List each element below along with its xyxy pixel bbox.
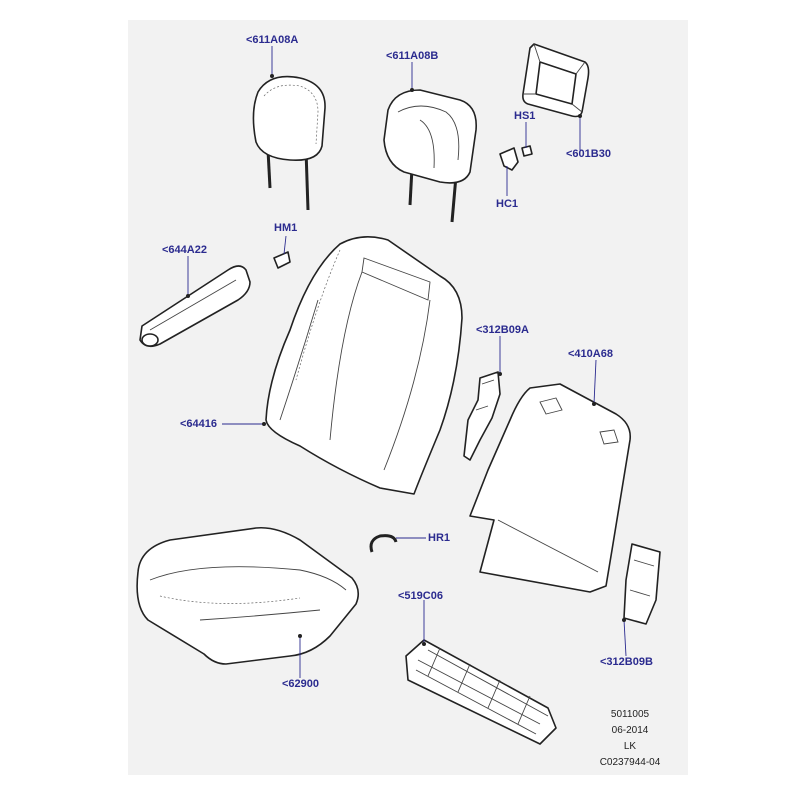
pin-hm1 (273, 251, 291, 269)
callout-519c06: <519C06 (398, 590, 443, 602)
callout-601b30: <601B30 (566, 148, 611, 160)
callout-62900: <62900 (282, 678, 320, 690)
callout-hs1: HS1 (514, 110, 536, 122)
hook-hr1 (369, 534, 398, 553)
seat-cushion-62900 (136, 526, 360, 665)
ref-line-3: LK (623, 741, 637, 752)
callout-312b09b: <312B09B (600, 656, 653, 668)
callout-312b09a: <312B09A (476, 324, 529, 336)
side-trim-312b09a (463, 371, 501, 461)
armrest-644a22 (139, 265, 251, 348)
callout-410a68: <410A68 (568, 348, 613, 360)
callout-hc1: HC1 (496, 198, 519, 210)
callout-611a08b: <611A08B (386, 50, 439, 62)
ref-line-1: 5011005 (610, 709, 650, 720)
headrest-611a08a (252, 75, 326, 211)
ref-line-4: C0237944-04 (599, 757, 661, 768)
back-panel-410a68 (469, 383, 632, 593)
mesh-panel-519c06 (405, 639, 557, 745)
callout-611a08a: <611A08A (246, 34, 299, 46)
callout-64416: <64416 (180, 418, 218, 430)
callout-hm1: HM1 (274, 222, 298, 234)
clip-hc1 (499, 145, 533, 171)
headrest-611a08b (383, 89, 477, 223)
ref-line-2: 06-2014 (611, 725, 649, 736)
callout-hr1: HR1 (428, 532, 451, 544)
callout-644a22: <644A22 (162, 244, 207, 256)
seat-back-64416 (265, 236, 463, 495)
side-trim-312b09b (623, 543, 661, 625)
leader-lines (186, 46, 627, 678)
headrest-frame-601b30 (522, 43, 590, 118)
